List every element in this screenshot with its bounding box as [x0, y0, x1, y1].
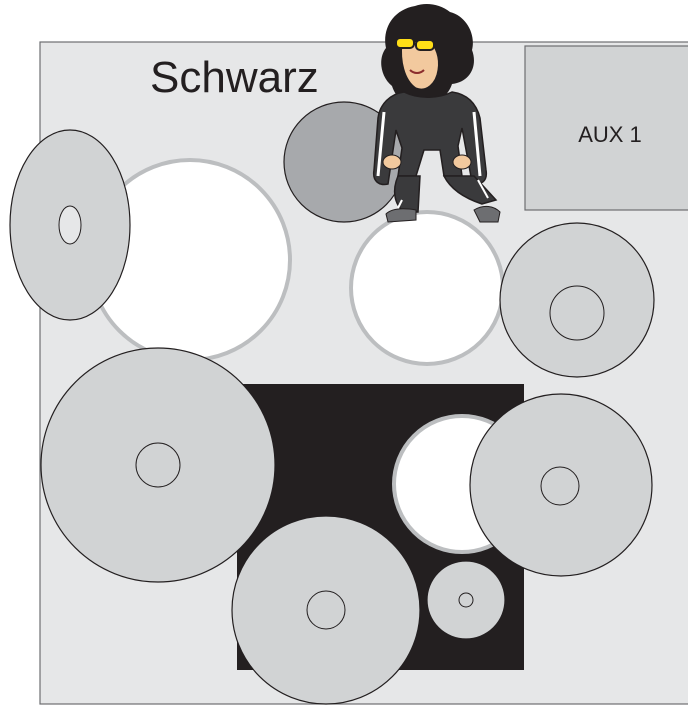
crash-cymbal-left-bell: [136, 443, 180, 487]
ride-cymbal-bell: [550, 286, 604, 340]
aux-1-label: AUX 1: [578, 122, 642, 147]
kit-title: Schwarz: [150, 53, 319, 102]
crash-cymbal-right-bell: [541, 467, 579, 505]
tom-2-head[interactable]: [351, 212, 503, 364]
splash-cymbal-bell: [459, 593, 473, 607]
hihat-bell: [59, 206, 81, 244]
china-cymbal-bell: [307, 591, 345, 629]
